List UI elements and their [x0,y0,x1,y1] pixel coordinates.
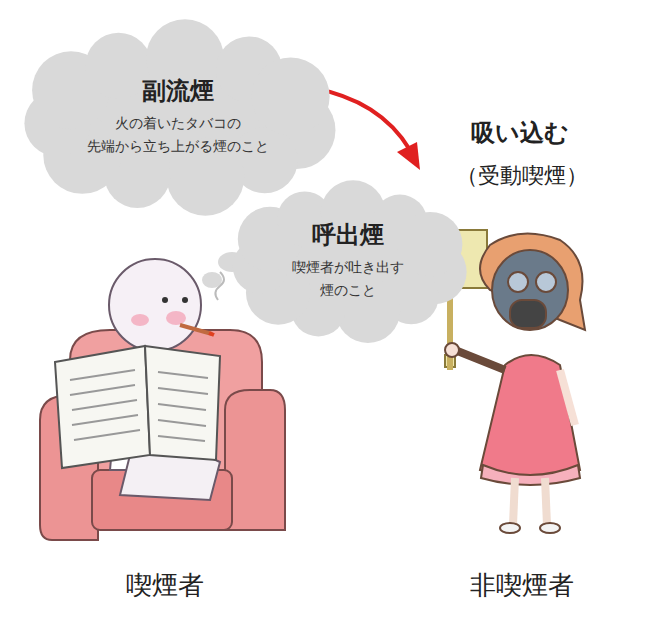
cloud-heading: 副流煙 [23,77,333,106]
person-label: 非喫煙者 [470,568,574,603]
smoke-wisp [215,272,224,300]
term-label: （受動喫煙） [456,161,588,191]
newspaper [55,346,220,468]
cloud-body: 火の着いたタバコの 先端から立ち上がる煙のこと [83,112,273,160]
non-smoker-figure [445,234,585,533]
arrow-head [397,142,420,170]
action-label: 吸い込む [471,117,569,149]
cloud-body: 喫煙者が吐き出す 煙のこと [283,256,413,304]
smoke-cloud: 呼出煙喫煙者が吐き出す 煙のこと [235,195,461,329]
armchair [40,330,285,540]
cloud-heading: 呼出煙 [235,221,461,250]
smoke-cloud: 副流煙火の着いたタバコの 先端から立ち上がる煙のこと [23,37,333,199]
person-label: 喫煙者 [126,568,204,603]
